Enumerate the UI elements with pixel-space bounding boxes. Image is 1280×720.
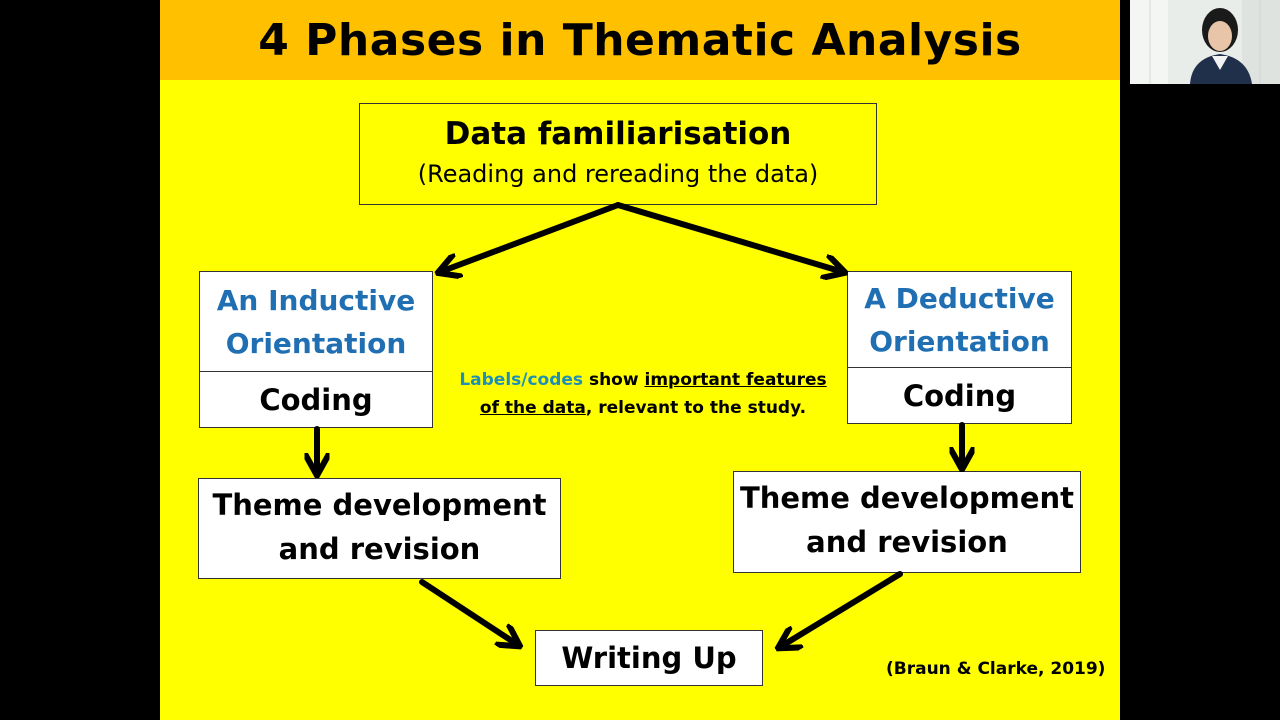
- theme-left-line2: and revision: [278, 531, 481, 566]
- note-show: show: [583, 370, 645, 390]
- note-of-the-data: of the data: [479, 398, 586, 419]
- data-familiarisation-box: Data familiarisation (Reading and reread…: [359, 103, 877, 205]
- slide: 4 Phases in Thematic Analysis Data famil…: [160, 0, 1120, 720]
- note-important-features: important features: [644, 370, 827, 390]
- deductive-orientation-box: A Deductive Orientation Coding: [847, 271, 1072, 424]
- deductive-line2: Orientation: [869, 325, 1050, 358]
- title-bar: 4 Phases in Thematic Analysis: [160, 0, 1120, 80]
- note-relevant: , relevant to the study.: [585, 398, 807, 419]
- theme-left-line1: Theme development: [212, 488, 547, 522]
- theme-right-line2: and revision: [806, 524, 1008, 559]
- deductive-coding-label: Coding: [848, 367, 1071, 423]
- note-labels-codes: Labels/codes: [459, 370, 584, 390]
- arrow-familiarisation-to-deductive: [615, 202, 843, 272]
- presenter-webcam: [1130, 0, 1280, 84]
- inductive-orientation-box: An Inductive Orientation Coding: [199, 271, 433, 428]
- presenter-avatar: [1130, 0, 1280, 84]
- arrow-theme-left-to-writing: [419, 579, 518, 645]
- citation: (Braun & Clarke, 2019): [886, 659, 1106, 679]
- arrow-theme-right-to-writing: [780, 571, 903, 647]
- slide-title: 4 Phases in Thematic Analysis: [258, 14, 1022, 66]
- arrow-familiarisation-to-inductive: [440, 202, 621, 272]
- inductive-coding-label: Coding: [200, 371, 432, 427]
- writing-up-box: Writing Up: [535, 630, 763, 686]
- theme-right-line1: Theme development: [739, 481, 1075, 515]
- codes-note: Labels/codes show important features of …: [448, 366, 838, 422]
- deductive-line1: A Deductive: [864, 281, 1055, 315]
- data-familiarisation-title: Data familiarisation: [444, 116, 792, 152]
- inductive-line1: An Inductive: [216, 283, 416, 317]
- theme-development-right-box: Theme development and revision: [733, 471, 1081, 573]
- theme-development-left-box: Theme development and revision: [198, 478, 561, 579]
- writing-up-label: Writing Up: [561, 641, 737, 675]
- inductive-line2: Orientation: [225, 327, 407, 360]
- data-familiarisation-subtitle: (Reading and rereading the data): [417, 160, 819, 188]
- flow-arrows: [160, 202, 1120, 720]
